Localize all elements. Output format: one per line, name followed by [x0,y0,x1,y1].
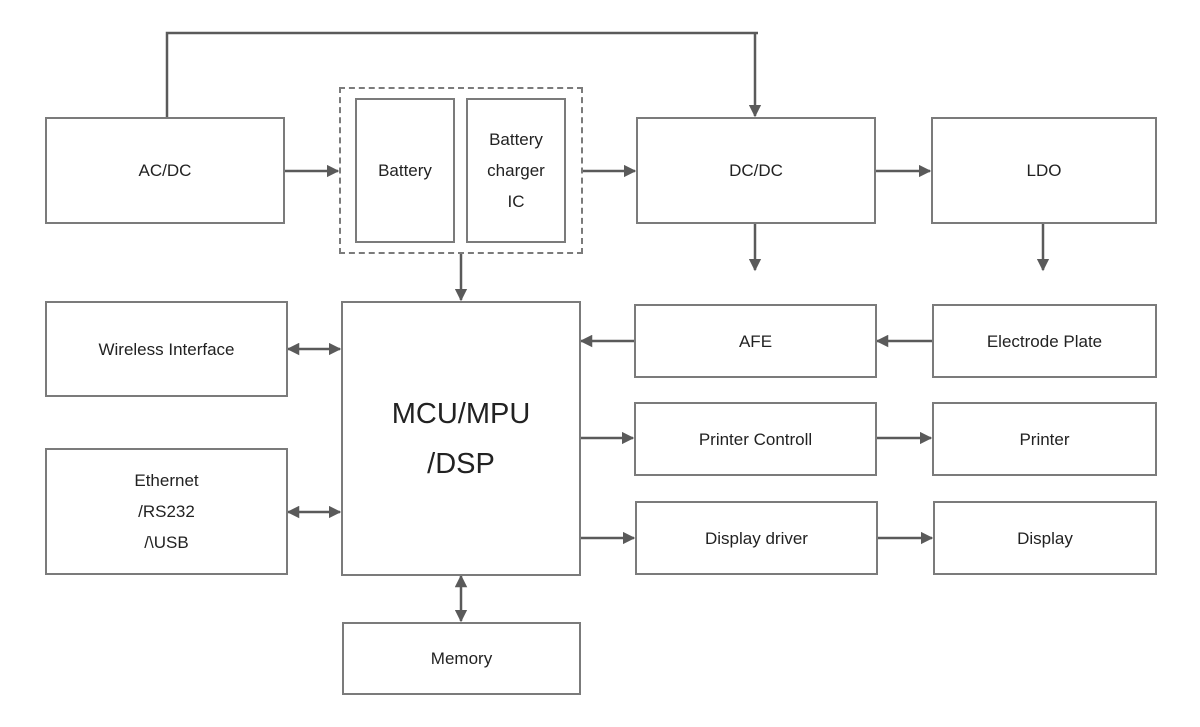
ldo-block: LDO [931,117,1157,224]
wireless-interface-block: Wireless Interface [45,301,288,397]
wireless-label: Wireless Interface [98,339,235,359]
battery-block: Battery [355,98,455,243]
battery-label: Battery [378,161,432,180]
printer-block: Printer [932,402,1157,476]
electrode-plate-block: Electrode Plate [932,304,1157,378]
acdc-label: AC/DC [138,161,192,180]
dcdc-label: DC/DC [729,161,783,180]
printer-ctrl-label: Printer Controll [698,429,813,449]
electrode-label: Electrode Plate [986,331,1103,351]
mcu-label-1: MCU/MPU [391,397,531,430]
afe-block: AFE [634,304,877,378]
display-label: Display [1017,528,1073,548]
ldo-label: LDO [1026,161,1062,180]
display-driver-label: Display driver [705,528,808,548]
battery-group [339,87,583,254]
acdc-block: AC/DC [45,117,285,224]
display-block: Display [933,501,1157,575]
printer-label: Printer [1019,429,1070,449]
memory-block: Memory [342,622,581,695]
charger-label-2: charger [487,161,545,180]
battery-charger-block: Battery charger IC [466,98,566,243]
dcdc-block: DC/DC [636,117,876,224]
charger-label-3: IC [507,192,525,211]
mcu-label-2: /DSP [427,447,495,480]
printer-controller-block: Printer Controll [634,402,877,476]
ethernet-label-1: Ethernet [134,471,199,490]
mcu-block: MCU/MPU /DSP [341,301,581,576]
charger-label-1: Battery [489,130,543,149]
afe-label: AFE [738,331,773,351]
display-driver-block: Display driver [635,501,878,575]
ethernet-label-2: /RS232 [138,502,195,521]
ethernet-label-3: /\USB [144,533,189,552]
ethernet-block: Ethernet /RS232 /\USB [45,448,288,575]
memory-label: Memory [430,649,493,668]
acdc-to-dcdc-bypass-arrow [165,31,758,117]
